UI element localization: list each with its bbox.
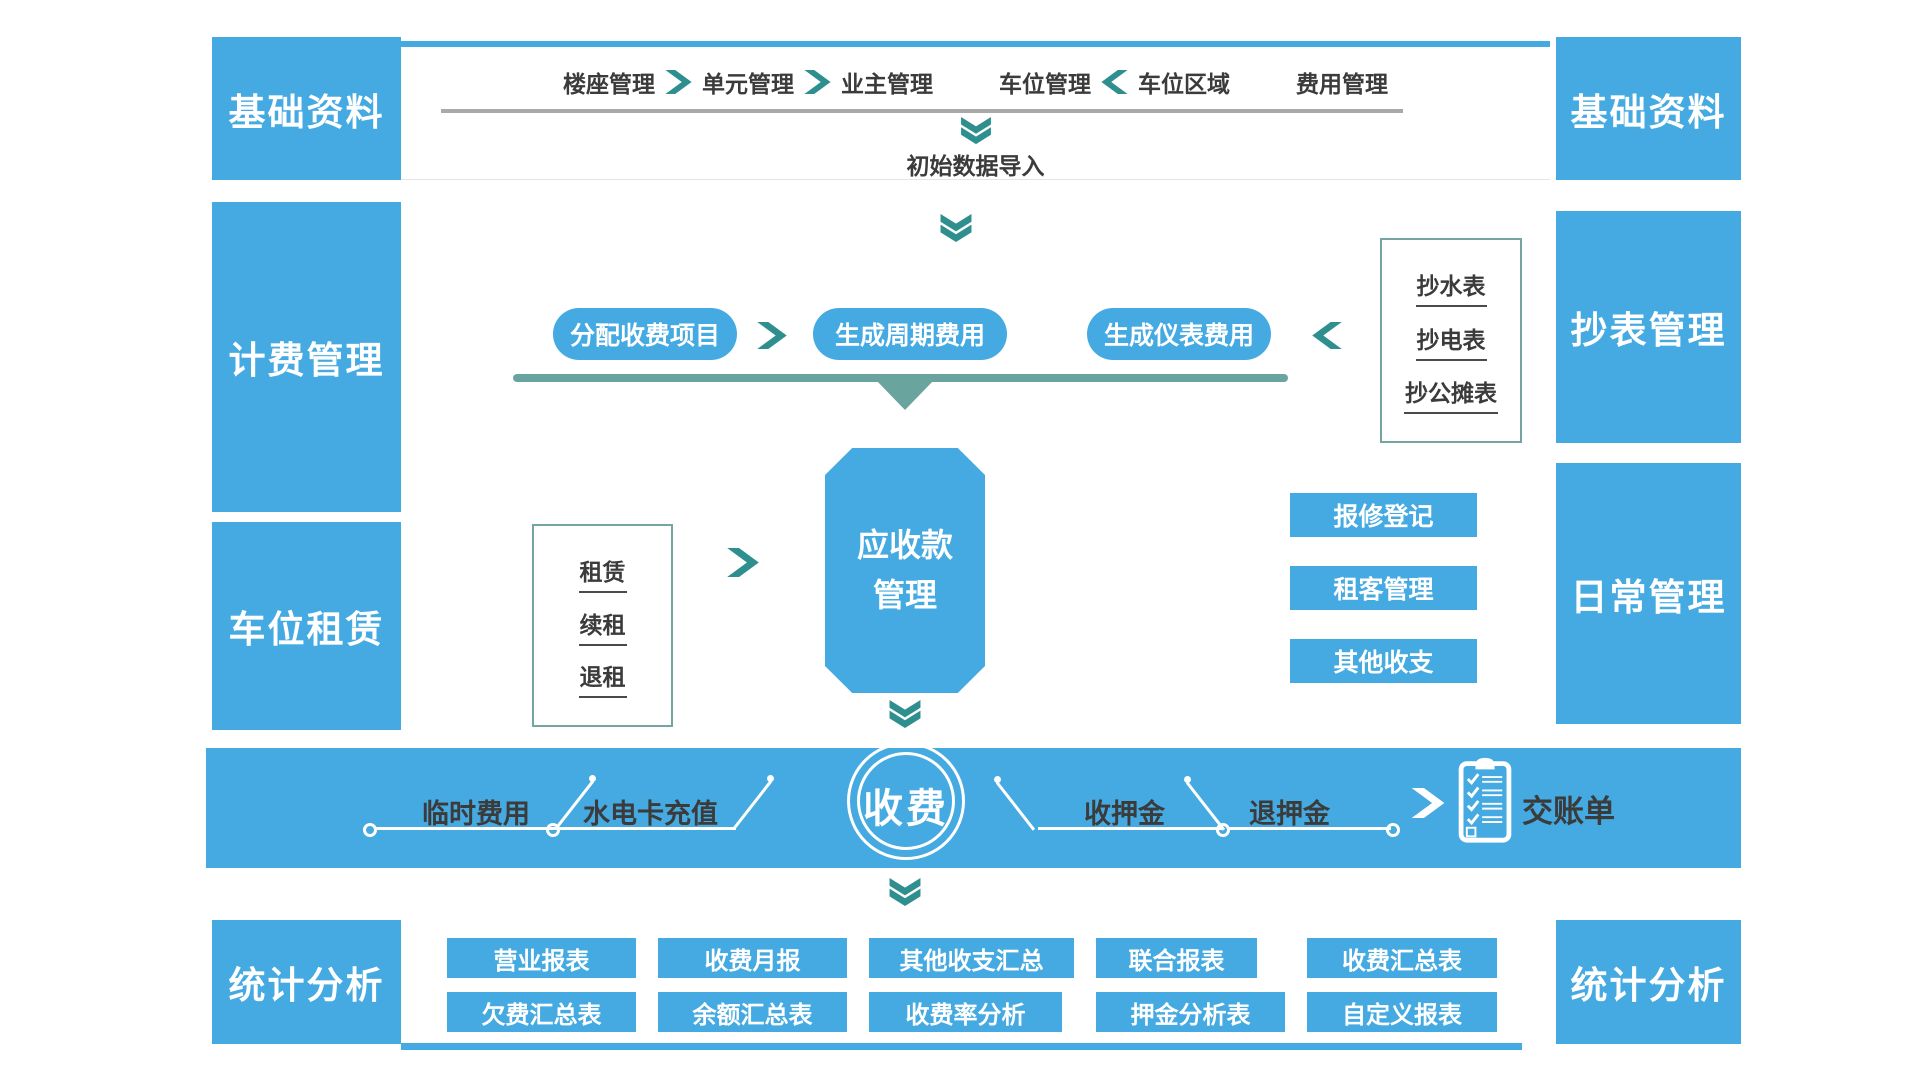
receivables-line1: 应收款 [856,526,953,563]
node-dot [1216,823,1230,837]
flow-item-fee[interactable]: 费用管理 [1296,72,1388,97]
section-stats-left-label: 统计分析 [212,920,401,1044]
custom-report-button[interactable]: 自定义报表 [1307,992,1497,1032]
charging-node[interactable]: 收费 [863,786,949,831]
slash-tip-dot [1184,776,1191,783]
arrow-right-icon [804,70,831,94]
section-stats-right-label: 统计分析 [1556,920,1741,1044]
chevron-down-icon [885,700,925,729]
receivables-management-node[interactable]: 应收款 管理 [825,448,985,693]
chevron-down-icon [957,117,995,145]
repair-registration-button[interactable]: 报修登记 [1290,493,1477,537]
slash-tip-dot [994,776,1001,783]
tenant-management-button[interactable]: 租客管理 [1290,566,1477,610]
temporary-fee-label[interactable]: 临时费用 [422,799,530,829]
chevron-down-icon [936,214,976,243]
node-dot [546,823,560,837]
end-rent-item[interactable]: 退租 [578,658,627,699]
business-report-button[interactable]: 营业报表 [447,938,636,978]
section-meter-right-label: 抄表管理 [1556,211,1741,443]
flow-item-building[interactable]: 楼座管理 [563,72,655,97]
read-shared-meter-item[interactable]: 抄公摊表 [1404,374,1498,414]
generate-cycle-fees-pill[interactable]: 生成周期费用 [813,308,1007,360]
flow-item-parking-area[interactable]: 车位区域 [1138,72,1230,97]
initial-data-import-label[interactable]: 初始数据导入 [906,154,1045,179]
generate-meter-fees-pill[interactable]: 生成仪表费用 [1087,308,1271,360]
section-daily-right-label: 日常管理 [1556,463,1741,724]
section-basic-right-label: 基础资料 [1556,37,1741,180]
band-line [1228,827,1391,830]
slash-tip-dot [767,775,774,782]
assign-charge-items-pill[interactable]: 分配收费项目 [553,308,737,360]
charging-band: 临时费用 水电卡充值 收费 收押金 退押金 [206,742,1741,868]
arrears-summary-button[interactable]: 欠费汇总表 [447,992,636,1032]
arrow-left-icon [1312,322,1342,349]
monthly-charge-report-button[interactable]: 收费月报 [658,938,847,978]
arrow-right-icon [757,322,787,349]
flow-item-owner[interactable]: 业主管理 [841,72,933,97]
read-water-meter-item[interactable]: 抄水表 [1415,267,1487,308]
combined-report-button[interactable]: 联合报表 [1096,938,1257,978]
band-slash [732,780,773,830]
arrow-right-icon [665,70,692,94]
band-slash [995,781,1036,831]
utility-card-recharge-label[interactable]: 水电卡充值 [583,799,718,829]
billing-baseline [513,374,1288,382]
renew-rent-item[interactable]: 续租 [578,606,627,646]
deposit-analysis-button[interactable]: 押金分析表 [1096,992,1285,1032]
arrow-left-icon [1101,70,1128,94]
fee-circle-inner-ring [857,752,955,850]
arrow-right-icon [1411,788,1445,818]
section-parking-left-label: 车位租赁 [212,522,401,730]
flow-underline [441,109,1403,113]
arrow-right-icon [727,548,759,577]
balance-summary-button[interactable]: 余额汇总表 [658,992,847,1032]
slash-tip-dot [589,775,596,782]
node-dot [363,823,377,837]
basic-flow-row: 楼座管理 单元管理 业主管理 车位管理 车位区域 费用管理 [401,65,1550,99]
flow-item-unit[interactable]: 单元管理 [702,72,794,97]
charge-rate-analysis-button[interactable]: 收费率分析 [869,992,1062,1032]
band-line [1038,827,1222,830]
triangle-down-icon [876,380,934,410]
refund-deposit-label[interactable]: 退押金 [1249,799,1330,829]
collect-deposit-label[interactable]: 收押金 [1084,799,1165,829]
receivables-line2: 管理 [872,576,937,613]
rental-listbox: 租赁 续租 退租 [532,524,673,727]
node-dot [1386,823,1400,837]
checklist-clipboard-icon [1456,756,1514,844]
account-voucher-label[interactable]: 交账单 [1522,794,1615,829]
fee-circle-outer-ring [847,742,965,860]
meter-reading-listbox: 抄水表 抄电表 抄公摊表 [1380,238,1522,443]
section-basic-left-label: 基础资料 [212,37,401,180]
other-income-expense-button[interactable]: 其他收支 [1290,639,1477,683]
flow-item-parking-space[interactable]: 车位管理 [999,72,1091,97]
charge-summary-button[interactable]: 收费汇总表 [1307,938,1497,978]
rent-item[interactable]: 租赁 [578,553,627,593]
chevron-down-icon [885,878,925,907]
read-electric-meter-item[interactable]: 抄电表 [1415,321,1487,361]
other-income-summary-button[interactable]: 其他收支汇总 [869,938,1074,978]
basic-data-panel: 楼座管理 单元管理 业主管理 车位管理 车位区域 费用管理 初始数据导入 [401,41,1550,180]
section-billing-left-label: 计费管理 [212,202,401,512]
